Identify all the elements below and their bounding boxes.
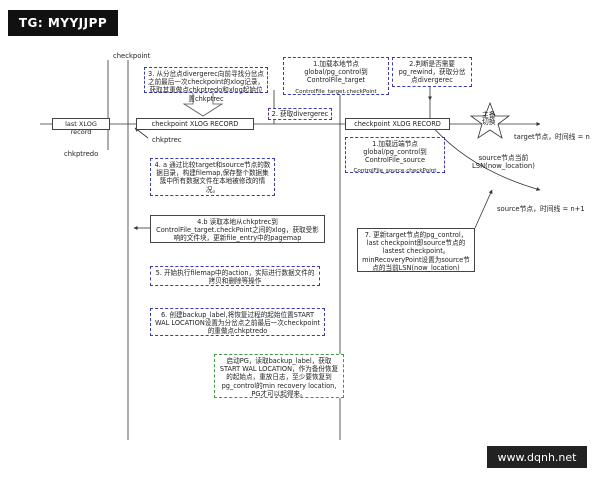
step1-text: 1.加载本地节点global/pg_control到ControlFile_ta… xyxy=(304,60,368,85)
label-star: 主备 切换 xyxy=(482,111,496,126)
watermark-top-left: TG: MYYJJPP xyxy=(8,10,118,36)
checkpoint-xlog-record-source: checkpoint XLOG RECORD xyxy=(345,118,450,130)
step5-execute-filemap: 5. 开始执行filemap中的action，实际进行数据文件的拷贝和删除等操作 xyxy=(150,266,320,286)
step4a-build-filemap: 4. a 通过比较target和source节点的数据目录，构建filemap,… xyxy=(150,158,275,196)
step3-find-checkpoint: 3. 从分岔点divergerec向前寻找分岔点之前最后一次checkpoint… xyxy=(144,67,268,103)
arrow-step7 xyxy=(474,189,493,229)
step7-update-target-control: 7. 更新target节点的pg_control，last checkpoint… xyxy=(357,228,475,272)
down-arrow xyxy=(182,91,224,117)
step1a-sub: ControlFile_source.checkPoint xyxy=(353,167,437,174)
label-chkptredo: chkptredo xyxy=(64,150,99,158)
switchover-star xyxy=(469,101,511,139)
label-source-lsn: source节点当前 LSN(now_location) xyxy=(472,154,535,170)
step6-create-backup-label: 6. 创建backup_label,将恢复过程的起始位置START WAL LO… xyxy=(150,308,325,336)
step1-load-target-control: 1.加载本地节点global/pg_control到ControlFile_ta… xyxy=(283,57,389,95)
checkpoint-xlog-record-target: checkpoint XLOG RECORD xyxy=(136,118,254,130)
final-start-pg: 启动PG，读取backup_label，获取START WAL LOCATION… xyxy=(214,354,344,398)
step1a-load-source-control: 1.加载远端节点global/pg_control到ControlFile_so… xyxy=(345,137,445,174)
last-xlog-record-box: last XLOG record xyxy=(52,118,110,136)
step1a-text: 1.加载远端节点global/pg_control到ControlFile_so… xyxy=(363,140,427,165)
label-chkptrec: chkptrec xyxy=(152,136,182,144)
watermark-bottom-right: www.dqnh.net xyxy=(487,446,587,468)
label-target-timeline: target节点，时间线 = n xyxy=(514,133,590,141)
step4b-read-xlog: 4.b 读取本地从chkptrec到ControlFile_target.che… xyxy=(150,215,325,243)
timeline-branch xyxy=(429,123,541,191)
label-source-timeline: source节点，时间线 = n+1 xyxy=(497,205,585,213)
step2-divergerec-box: 2. 获取divergerec xyxy=(268,108,332,120)
step1-sub: ControlFile_target.checkPoint xyxy=(295,88,377,95)
step2-need-rewind: 2.判断是否需要pg_rewind，获取分岔点divergerec xyxy=(392,57,472,87)
label-checkpoint-top: checkpoint xyxy=(113,52,151,60)
